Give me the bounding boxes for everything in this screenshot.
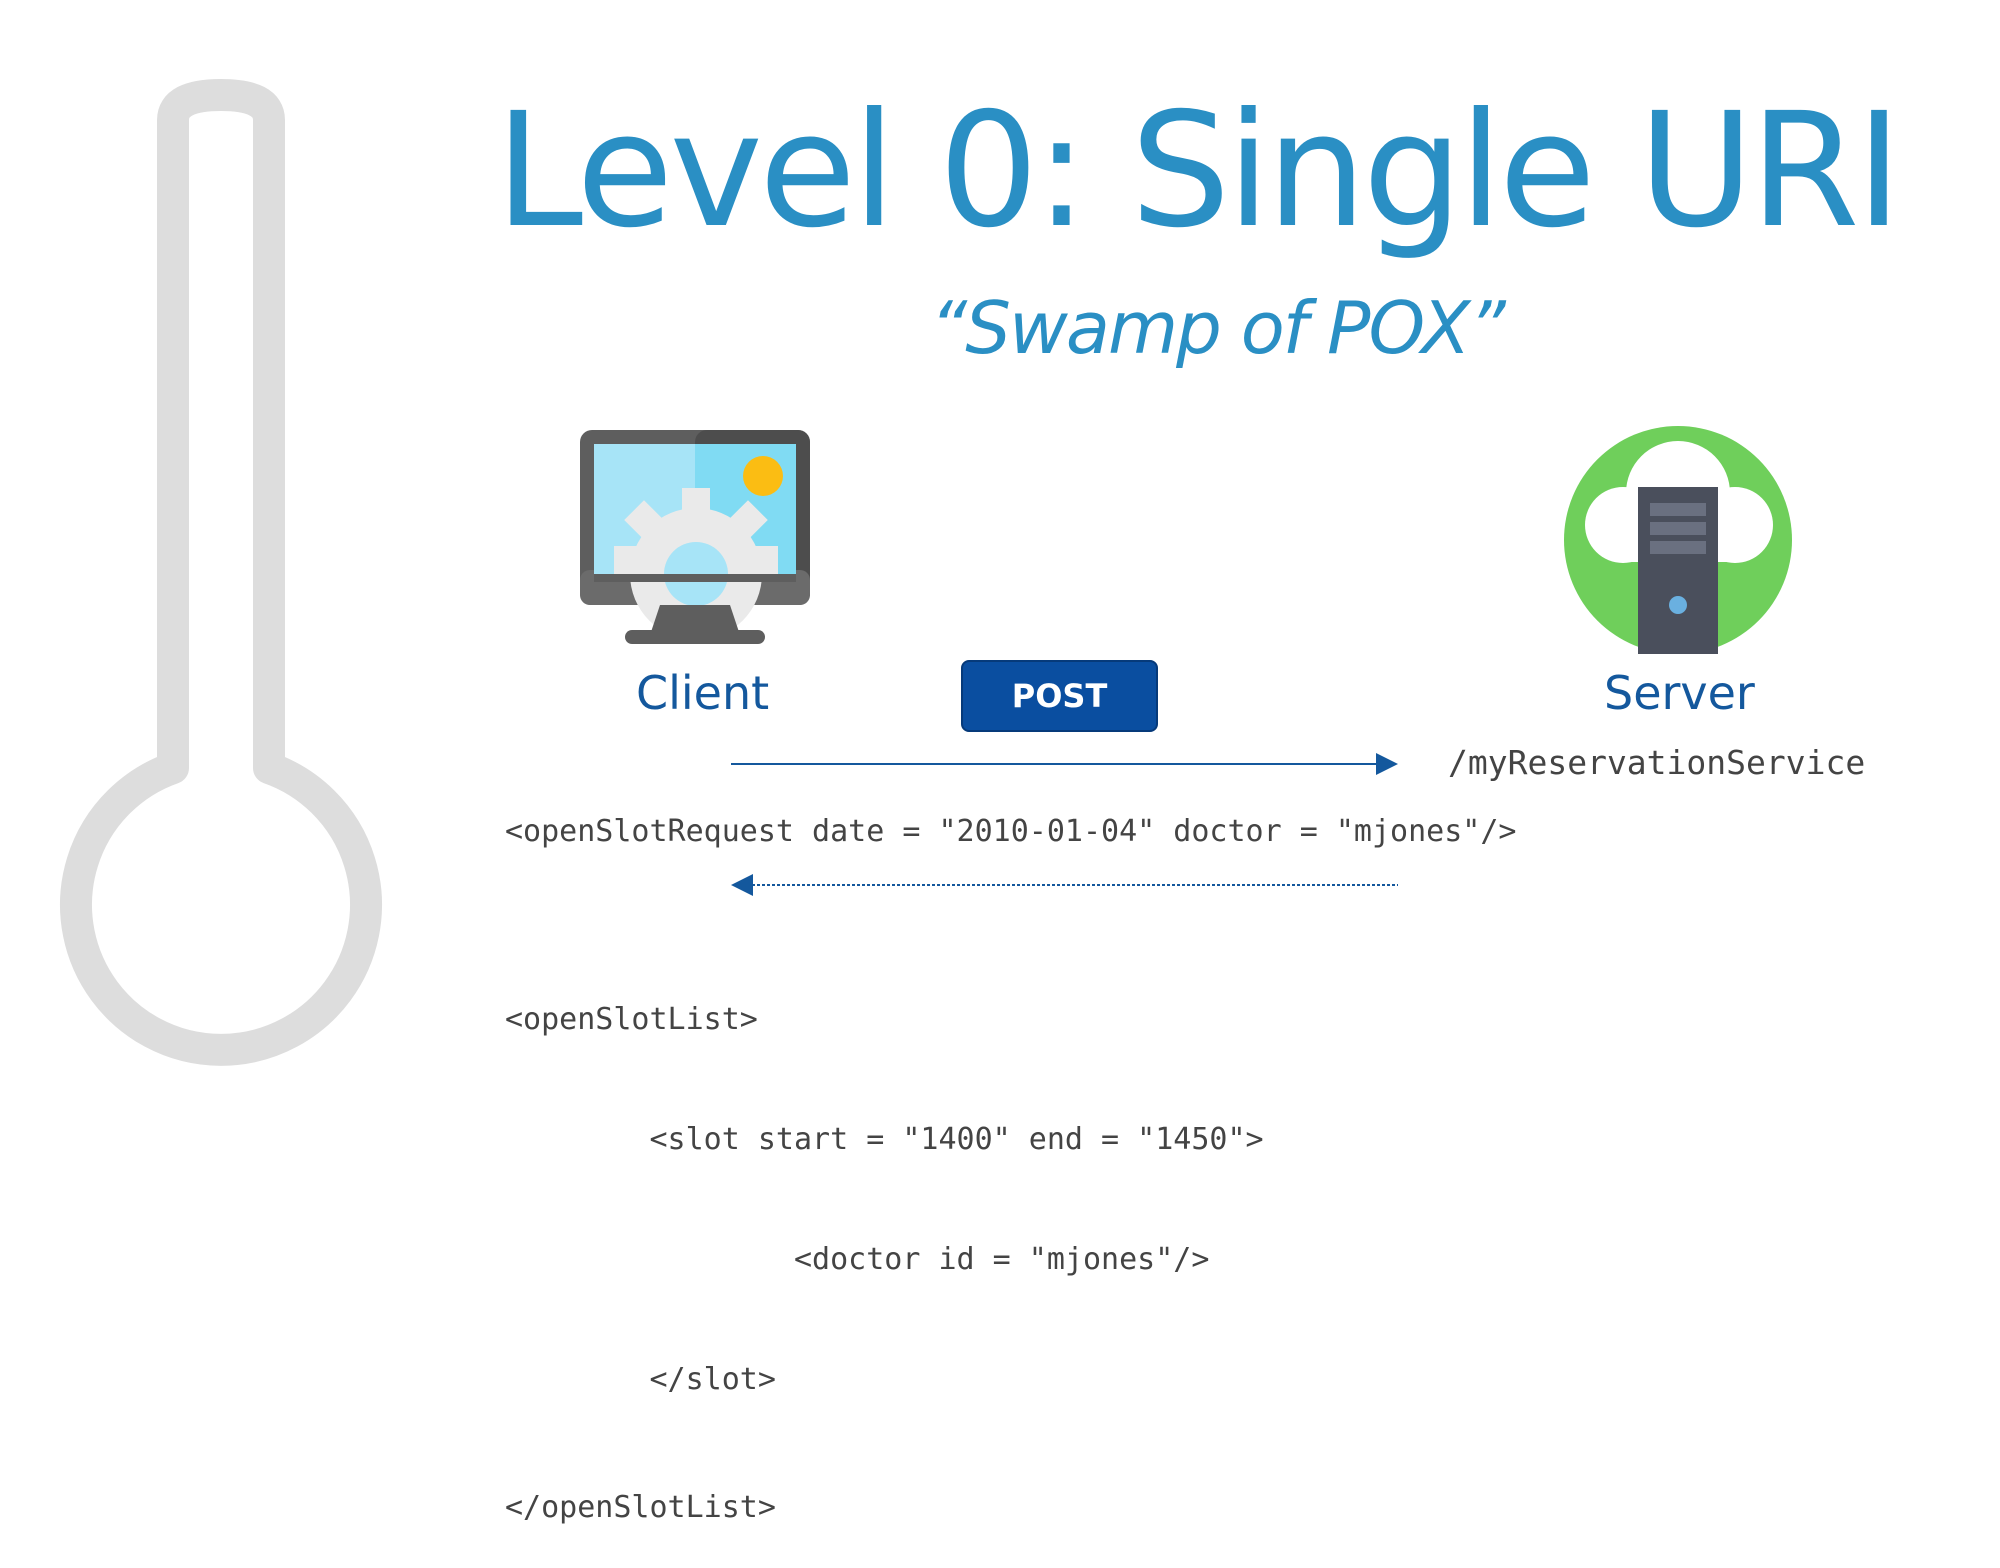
response-line: <slot start = "1400" end = "1450">	[505, 1122, 1264, 1157]
client-label: Client	[636, 666, 770, 720]
response-line: </slot>	[505, 1362, 776, 1397]
request-response-arrows	[731, 753, 1398, 896]
response-line: <openSlotList>	[505, 1002, 758, 1037]
request-body: <openSlotRequest date = "2010-01-04" doc…	[505, 814, 1517, 849]
service-endpoint: /myReservationService	[1448, 743, 1866, 782]
thermometer-icon	[60, 79, 382, 1066]
page-subtitle: “Swamp of POX”	[930, 286, 1506, 370]
response-line: <doctor id = "mjones"/>	[505, 1242, 1210, 1277]
server-label: Server	[1604, 666, 1755, 720]
response-line: </openSlotList>	[505, 1490, 776, 1525]
post-method-button[interactable]: POST	[961, 660, 1158, 732]
desktop-computer-gear-icon	[580, 430, 810, 644]
cloud-server-icon	[1564, 426, 1792, 654]
response-body: <openSlotList> <slot start = "1400" end …	[505, 920, 1264, 1568]
response-arrowhead	[731, 874, 753, 896]
page-title: Level 0: Single URI	[495, 79, 1902, 263]
request-arrowhead	[1376, 753, 1398, 775]
